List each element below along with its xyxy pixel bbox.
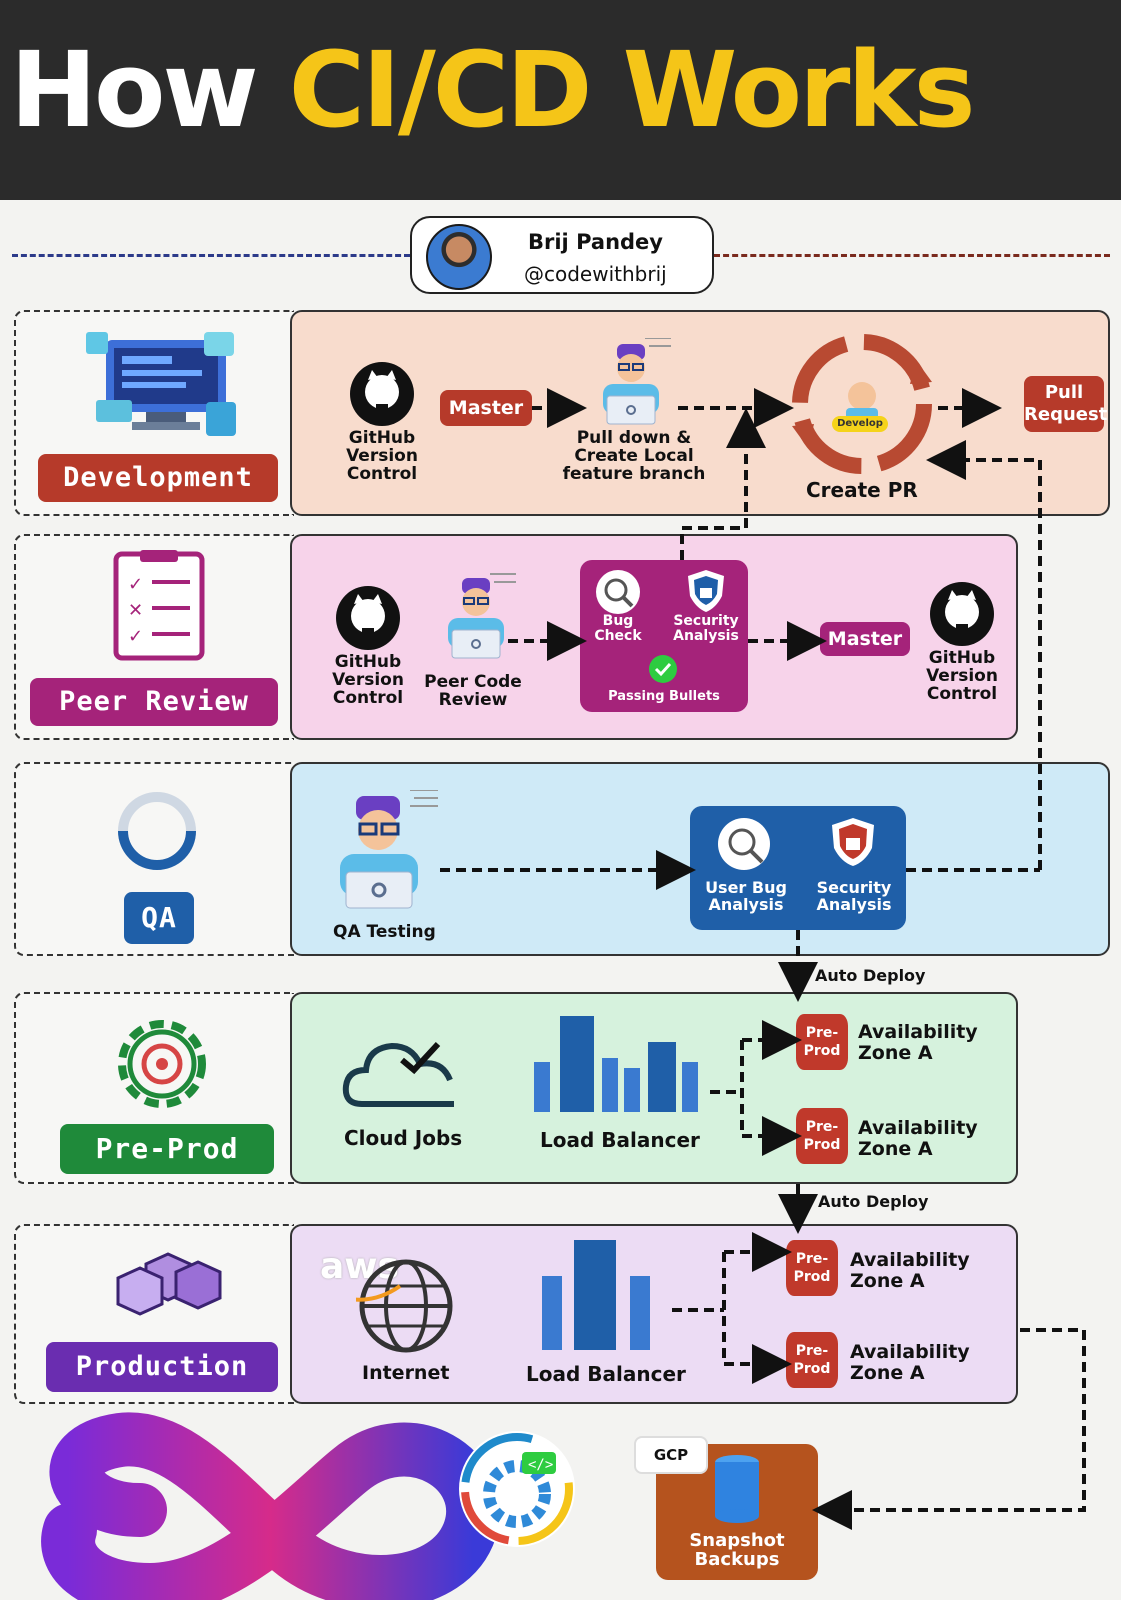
user-bug-label: User Bug Analysis — [705, 878, 787, 914]
peer-review-label-card: ✓ ✕ ✓ Peer Review — [14, 534, 294, 740]
qa-label-card: QA — [14, 762, 294, 956]
github-label: GitHub Version Control — [332, 652, 404, 708]
pre-prod-label-card: Pre-Prod — [14, 992, 294, 1184]
production-label-card: Production — [14, 1224, 294, 1404]
ci-gear-icon: </> — [459, 1431, 575, 1547]
security-shield-icon — [832, 818, 874, 866]
bug-check-icon — [596, 570, 640, 614]
develop-cycle-icon — [792, 334, 932, 474]
load-balancer-icon — [534, 1016, 698, 1112]
author-card: Brij Pandey @codewithbrij — [410, 216, 714, 294]
master-tag: Master — [440, 390, 532, 426]
peer-review-label: Peer Code Review — [424, 672, 522, 710]
review-checks-box: Bug Check Security Analysis Passing Bull… — [580, 560, 748, 712]
pull-branch-label: Pull down & Create Local feature branch — [562, 428, 706, 484]
storage-cylinder-icon — [715, 1455, 759, 1523]
peer-reviewer-icon — [448, 573, 516, 659]
devops-infinity-logo — [41, 1412, 501, 1600]
security-label: Security Analysis — [673, 613, 739, 644]
gear-icon — [118, 1020, 206, 1108]
create-pr-label: Create PR — [806, 478, 918, 502]
develop-tag: Develop — [832, 416, 888, 432]
avatar — [426, 224, 492, 290]
availability-zone-label: Availability Zone A — [850, 1341, 970, 1384]
passing-bullets-label: Passing Bullets — [608, 689, 720, 704]
user-bug-icon — [718, 818, 770, 870]
developer-icon — [603, 338, 671, 425]
page-title: How CI/CD Works — [10, 38, 975, 142]
development-icon — [86, 332, 236, 436]
gcp-tag: GCP — [634, 1436, 708, 1474]
security-shield-icon — [688, 570, 724, 612]
database-icon: Pre- Prod — [786, 1240, 838, 1296]
auto-deploy-label: Auto Deploy — [818, 1192, 929, 1211]
author-name: Brij Pandey — [528, 230, 663, 254]
load-balancer-label: Load Balancer — [540, 1128, 700, 1152]
cubes-icon — [116, 1252, 222, 1316]
divider-left — [12, 254, 410, 257]
github-icon — [930, 582, 994, 646]
svg-text:</>: </> — [528, 1457, 553, 1473]
availability-zone-label: Availability Zone A — [858, 1021, 978, 1064]
check-circle-icon — [649, 655, 677, 683]
qa-badge: QA — [124, 892, 194, 944]
development-label-card: Development — [14, 310, 294, 516]
security-label: Security Analysis — [816, 878, 892, 914]
availability-zone-label: Availability Zone A — [858, 1117, 978, 1160]
peer-review-badge: Peer Review — [30, 678, 278, 726]
qa-tester-icon — [340, 790, 438, 909]
github-label: GitHub Version Control — [346, 428, 418, 484]
globe-icon — [356, 1259, 453, 1353]
checklist-icon: ✓ ✕ ✓ — [113, 550, 205, 661]
availability-zone-label: Availability Zone A — [850, 1249, 970, 1292]
cloud-jobs-label: Cloud Jobs — [344, 1126, 463, 1150]
pull-request-tag: Pull Request — [1024, 376, 1107, 432]
development-badge: Development — [38, 454, 278, 502]
database-icon: Pre- Prod — [796, 1014, 848, 1070]
title-part-2: CI/CD Works — [288, 29, 976, 151]
svg-text:✓: ✓ — [128, 626, 143, 647]
snapshot-backups-label: Snapshot Backups — [689, 1530, 785, 1570]
github-icon — [350, 362, 414, 426]
database-icon: Pre- Prod — [786, 1332, 838, 1388]
svg-text:✓: ✓ — [128, 574, 143, 595]
title-part-1: How — [10, 29, 259, 151]
production-badge: Production — [46, 1342, 278, 1392]
auto-deploy-label: Auto Deploy — [815, 966, 926, 985]
load-balancer-label: Load Balancer — [526, 1362, 686, 1386]
divider-right — [714, 254, 1110, 257]
author-handle: @codewithbrij — [524, 262, 667, 286]
loading-ring-icon — [118, 792, 196, 870]
github-label: GitHub Version Control — [926, 648, 998, 704]
svg-text:✕: ✕ — [128, 600, 143, 621]
master-tag: Master — [820, 622, 910, 656]
bug-check-label: Bug Check — [594, 613, 642, 644]
header-banner: How CI/CD Works — [0, 0, 1121, 200]
pre-prod-badge: Pre-Prod — [60, 1124, 274, 1174]
qa-analysis-box: User Bug Analysis Security Analysis — [690, 806, 906, 930]
qa-testing-label: QA Testing — [333, 922, 436, 942]
database-icon: Pre- Prod — [796, 1108, 848, 1164]
internet-label: Internet — [362, 1362, 450, 1384]
github-icon — [336, 586, 400, 650]
cloud-icon — [342, 1041, 454, 1107]
load-balancer-icon — [542, 1240, 650, 1350]
